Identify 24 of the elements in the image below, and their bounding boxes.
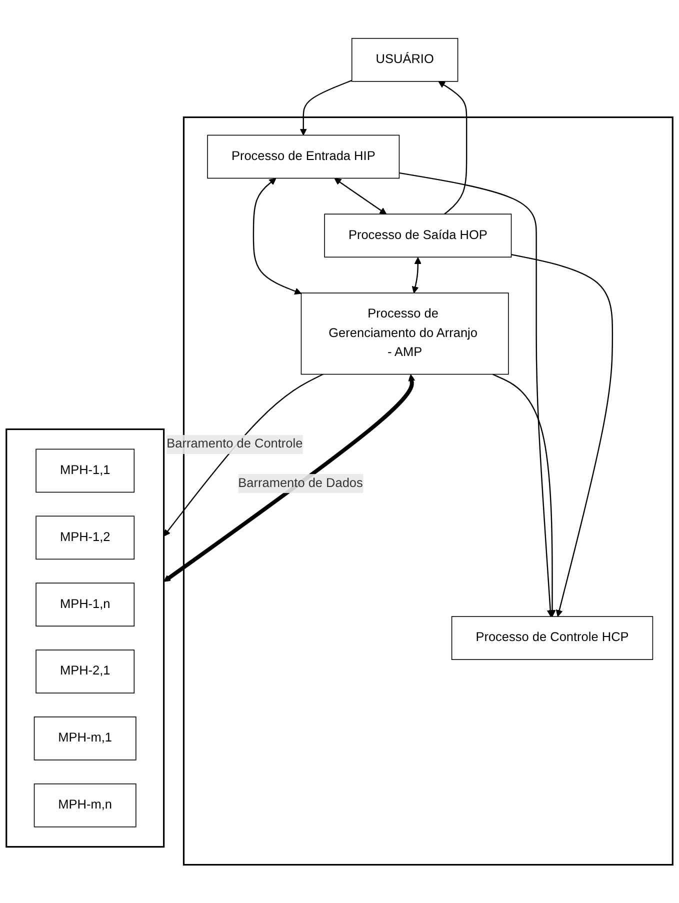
arrow xyxy=(334,178,387,214)
node-box: USUÁRIO xyxy=(351,38,458,82)
node-box: Processo de Controle HCP xyxy=(451,616,654,660)
node-box: Processo de Gerenciamento do Arranjo - AMP xyxy=(300,292,509,375)
edge-label: Barramento de Controle xyxy=(166,437,303,451)
arrow xyxy=(438,81,468,214)
node-box: Processo de Saída HOP xyxy=(324,214,512,258)
node-box: MPH-1,1 xyxy=(36,448,135,493)
arrow xyxy=(511,254,614,617)
node-box: MPH-2,1 xyxy=(36,650,135,694)
node-box: Processo de Entrada HIP xyxy=(207,134,400,179)
arrow xyxy=(164,374,324,536)
arrow xyxy=(164,374,416,582)
node-box: MPH-1,n xyxy=(36,582,135,626)
arrow xyxy=(412,257,422,294)
node-box: MPH-1,2 xyxy=(36,516,135,560)
arrow xyxy=(300,80,352,136)
edge-label: Barramento de Dados xyxy=(238,476,363,490)
node-box: MPH-m,n xyxy=(34,783,136,828)
node-box: MPH-m,1 xyxy=(34,716,136,760)
arrow xyxy=(252,178,302,294)
arrow xyxy=(399,172,554,617)
arrow xyxy=(492,374,556,617)
cluster xyxy=(6,428,165,848)
